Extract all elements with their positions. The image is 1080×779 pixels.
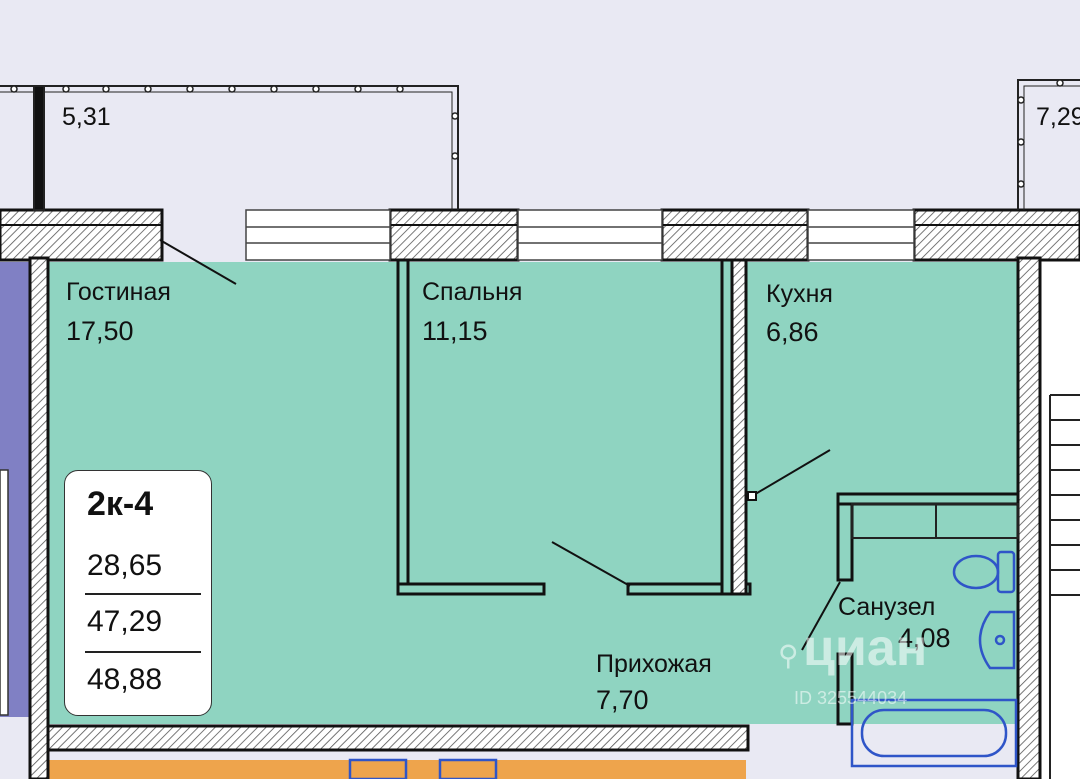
room-name-hallway: Прихожая [596, 650, 712, 678]
total-area-value: 47,29 [87, 605, 163, 638]
watermark-brand: циан [802, 619, 928, 677]
apartment-summary-card: 2к-4 28,65 47,29 48,88 [64, 470, 212, 716]
room-area-kitchen: 6,86 [766, 317, 819, 347]
room-name-bathroom: Санузел [838, 593, 936, 621]
bathroom-cabinet [851, 503, 1019, 539]
toilet-icon [952, 550, 1016, 594]
balcony-right-railing-dots [1017, 79, 1064, 188]
neighbor-left-wall-inner [0, 469, 9, 716]
neighbor-fixtures [348, 758, 498, 779]
bottom-wall [46, 724, 750, 752]
location-pin-icon: ⚲ [778, 640, 799, 671]
room-area-bedroom: 11,15 [422, 316, 488, 346]
room-area-bathroom: 4,08 [898, 623, 951, 653]
room-name-kitchen: Кухня [766, 280, 833, 308]
summary-divider [85, 593, 201, 595]
room-area-living: 17,50 [66, 316, 134, 346]
room-name-living: Гостиная [66, 278, 171, 306]
total-area-with-balcony-value: 48,88 [87, 663, 163, 696]
left-wall [28, 256, 50, 779]
room-area-hallway: 7,70 [596, 685, 649, 715]
sink-icon [978, 610, 1016, 670]
summary-divider [85, 651, 201, 653]
windows [245, 209, 915, 261]
balcony-left [0, 85, 459, 211]
door-swings [159, 239, 841, 651]
balcony-left-railing-dots [10, 85, 459, 160]
right-wall [1016, 256, 1042, 779]
room-name-bedroom: Спальня [422, 278, 523, 306]
apartment-code: 2к-4 [87, 485, 154, 523]
watermark-logo: ⚲ циан [778, 618, 927, 678]
balcony-right-area: 7,29 [1036, 103, 1080, 131]
balcony-left-area: 5,31 [62, 103, 111, 131]
bathtub-icon [850, 698, 1018, 768]
balcony-right [1017, 79, 1080, 210]
living-area-value: 28,65 [87, 549, 163, 582]
stair-steps [1049, 394, 1080, 779]
watermark-id: ID 325544034 [794, 688, 908, 708]
neighbor-bottom-apartment [48, 760, 746, 779]
